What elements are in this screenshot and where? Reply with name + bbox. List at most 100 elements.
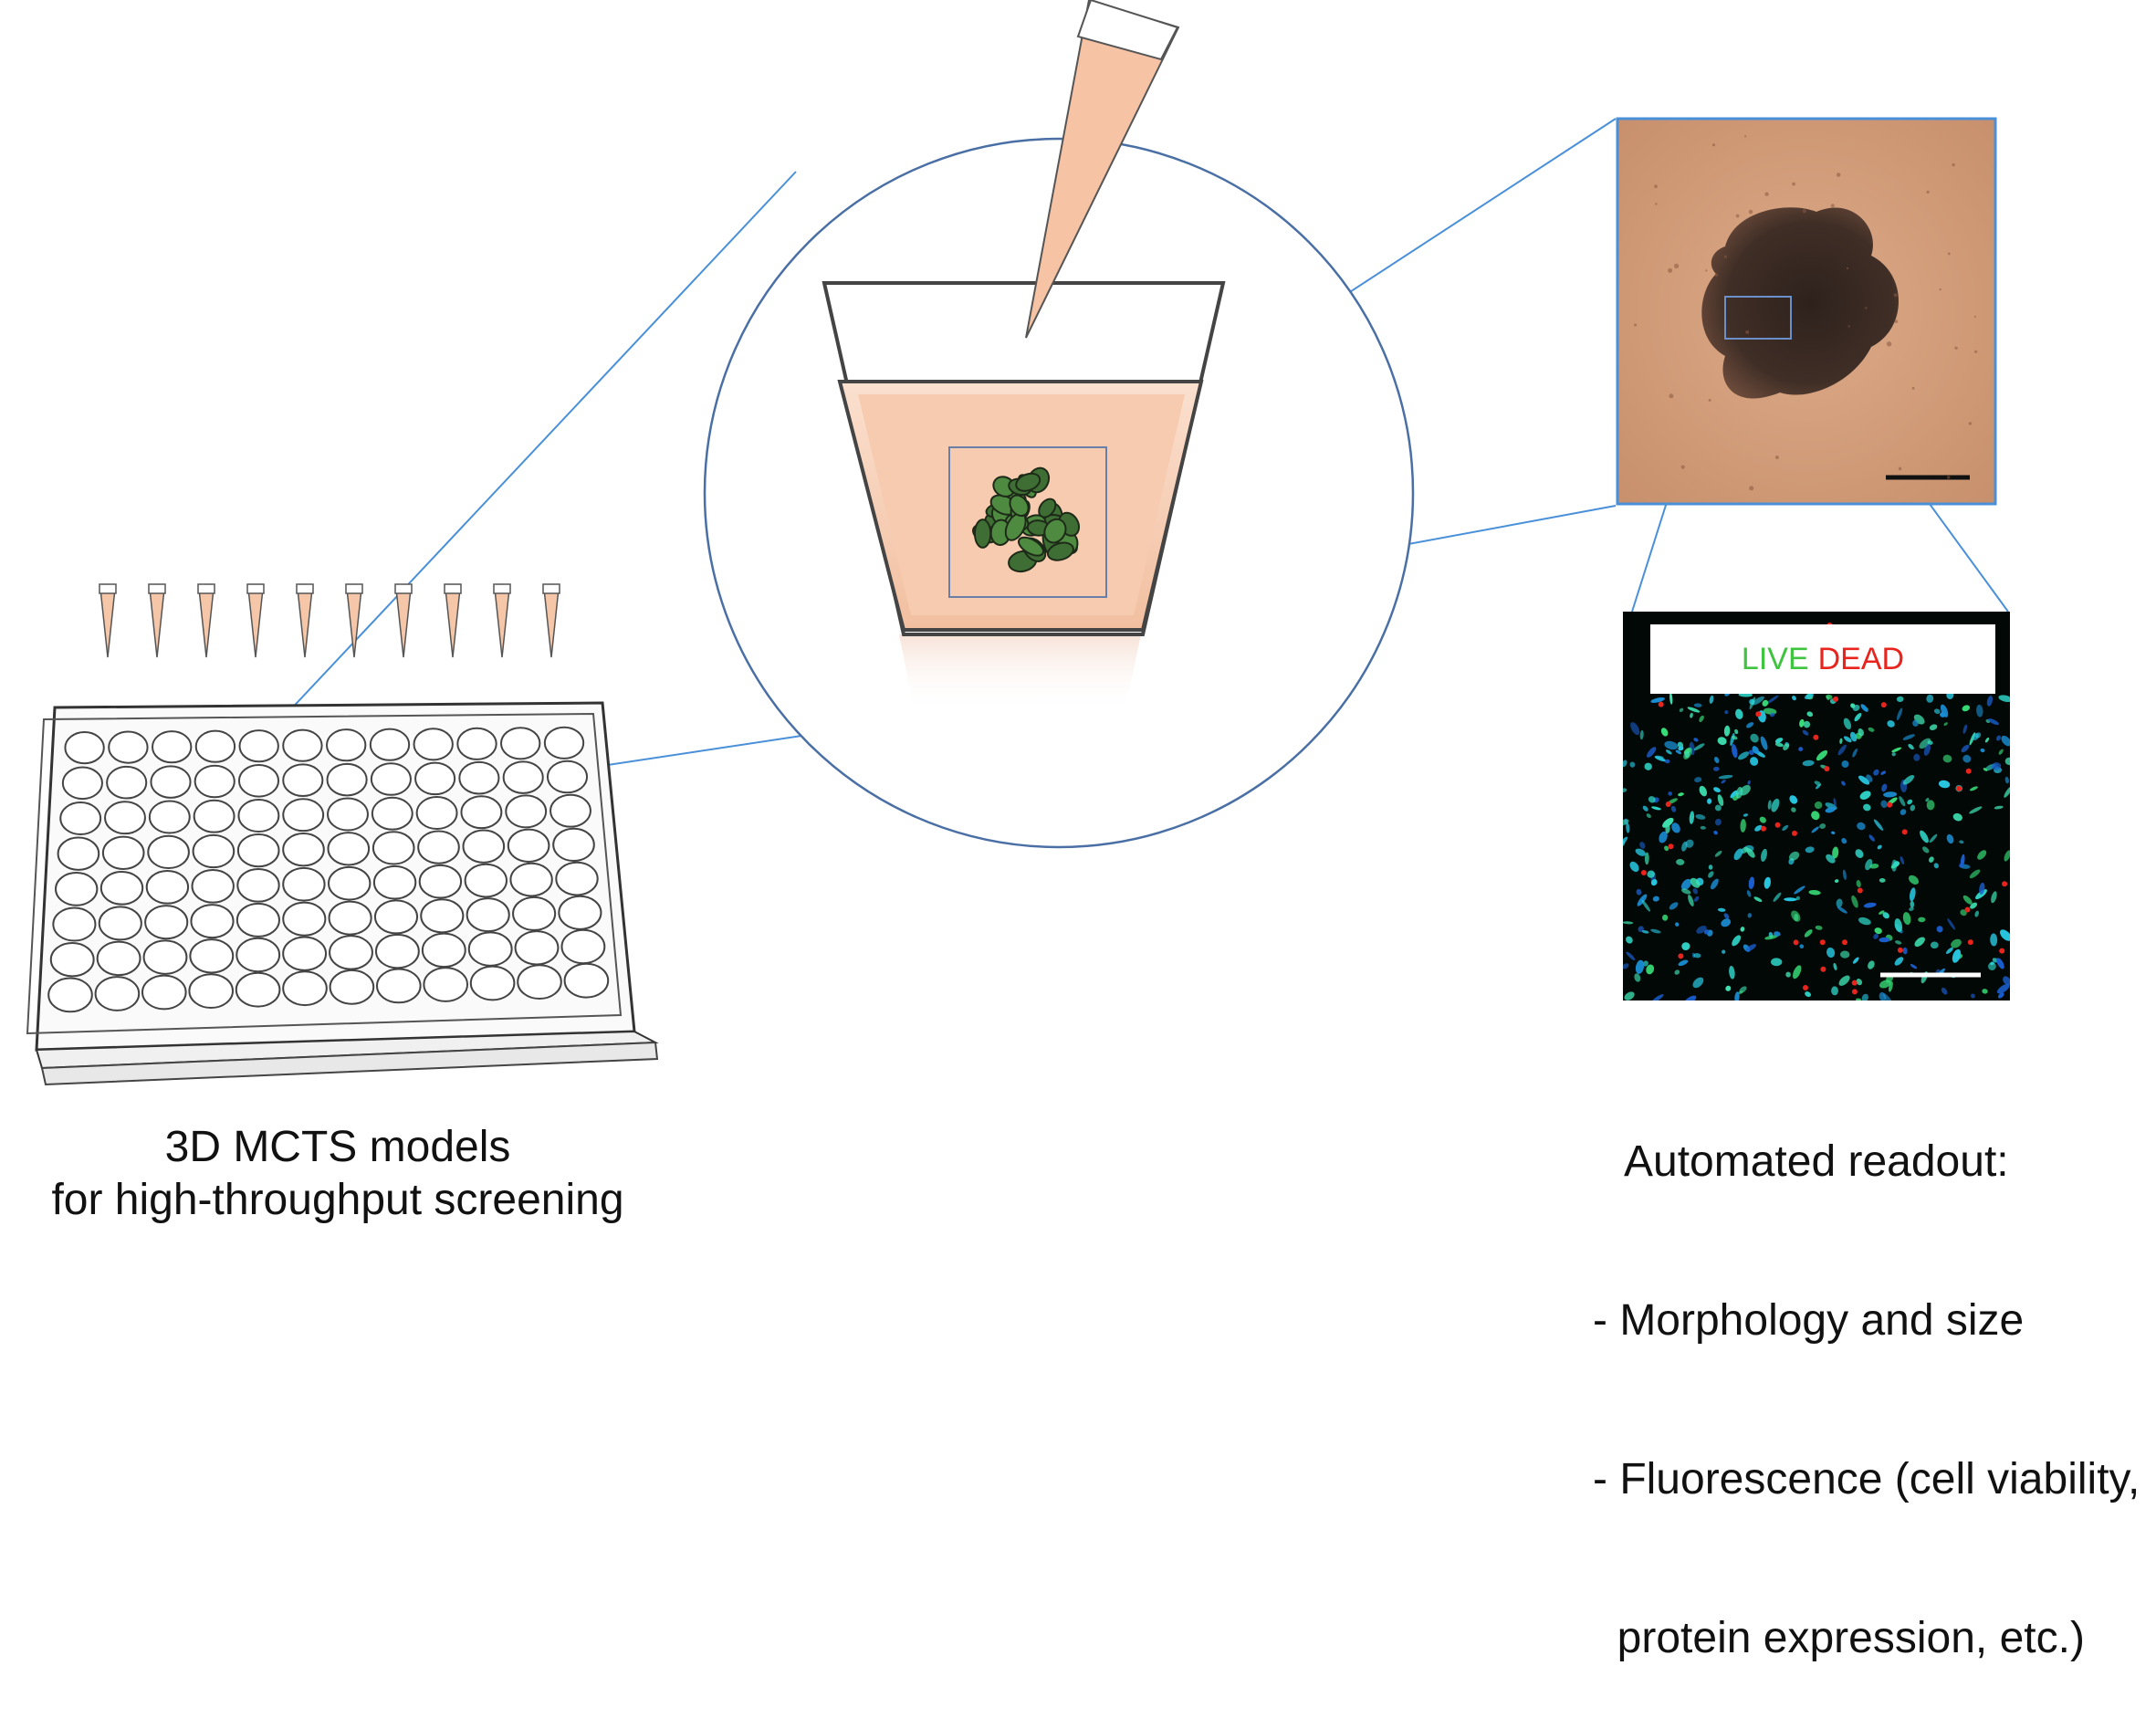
- readout-item-morphology: - Morphology and size: [1593, 1296, 2025, 1345]
- well: [500, 727, 541, 760]
- well: [236, 867, 280, 903]
- well: [191, 868, 235, 904]
- well: [413, 728, 454, 761]
- well: [282, 763, 324, 797]
- well: [458, 760, 500, 795]
- well: [375, 968, 422, 1004]
- well: [467, 931, 513, 967]
- well: [415, 796, 458, 830]
- well: [142, 939, 188, 975]
- well: [327, 832, 371, 866]
- well: [52, 906, 97, 942]
- readout-caption: Automated readout: - Morphology and size…: [1593, 1030, 2156, 1718]
- well: [563, 962, 610, 999]
- well: [193, 799, 235, 833]
- readout-item-fluorescence-cont: protein expression, etc.): [1593, 1614, 2085, 1662]
- pipette-tip-small: [493, 583, 511, 658]
- well: [512, 896, 557, 931]
- well: [194, 764, 235, 799]
- well: [194, 729, 236, 763]
- well: [464, 863, 508, 898]
- well: [282, 936, 328, 971]
- well: [59, 801, 102, 835]
- pipette-tip-small: [542, 583, 560, 658]
- plate-caption: 3D MCTS models for high-throughput scree…: [18, 1121, 657, 1227]
- well: [192, 833, 235, 869]
- well: [150, 765, 192, 799]
- well: [144, 905, 189, 940]
- well: [418, 864, 463, 899]
- plate-wells: [47, 726, 610, 1013]
- well: [49, 941, 95, 978]
- well: [282, 833, 325, 867]
- well: [423, 967, 469, 1002]
- pipette-tips-row: [99, 583, 560, 658]
- well: [327, 797, 369, 832]
- spheroid-cluster: [972, 466, 1081, 573]
- pipette-tip-small: [148, 583, 166, 658]
- well: [104, 801, 146, 835]
- well: [543, 726, 585, 759]
- well: [505, 794, 548, 829]
- well: [555, 861, 599, 896]
- readout-item-fluorescence: - Fluorescence (cell viability,: [1593, 1455, 2140, 1503]
- well: [237, 764, 280, 798]
- well: [99, 870, 144, 906]
- well: [456, 727, 497, 760]
- well: [147, 834, 190, 870]
- well: [98, 906, 142, 941]
- well: [509, 862, 553, 897]
- well: [374, 933, 420, 969]
- well: [373, 899, 419, 935]
- live-label: LIVE: [1741, 641, 1809, 676]
- well: [560, 928, 606, 965]
- well: [94, 976, 141, 1011]
- well: [148, 800, 191, 834]
- well: [546, 759, 589, 794]
- well: [466, 897, 510, 933]
- well: [64, 731, 105, 765]
- well: [329, 969, 375, 1005]
- well: [238, 729, 279, 763]
- well: [369, 728, 411, 761]
- well: [106, 765, 148, 800]
- well: [152, 730, 193, 764]
- well: [282, 798, 325, 833]
- dead-label: DEAD: [1817, 641, 1905, 676]
- well: [372, 831, 415, 865]
- well: [190, 904, 235, 939]
- well: [370, 762, 412, 796]
- well: [417, 830, 460, 864]
- well: [558, 895, 602, 930]
- well: [552, 827, 595, 863]
- well: [469, 965, 516, 1001]
- well: [329, 935, 373, 970]
- pipette-tip: [1025, 0, 1180, 339]
- plate-caption-line1: 3D MCTS models: [164, 1123, 511, 1171]
- well: [101, 835, 145, 870]
- well: [507, 828, 550, 863]
- live-dead-label: LIVE DEAD: [1650, 624, 1995, 694]
- well: [326, 762, 368, 797]
- well: [235, 902, 280, 938]
- well: [108, 730, 149, 764]
- well: [189, 938, 235, 974]
- well: [371, 796, 413, 831]
- well: [55, 872, 99, 906]
- well: [460, 795, 503, 830]
- well: [282, 728, 323, 762]
- pipette-tip-small: [99, 583, 117, 658]
- well: [282, 970, 328, 1007]
- well: [372, 864, 417, 900]
- well: [328, 865, 372, 901]
- well: [549, 793, 591, 828]
- well: [237, 799, 280, 833]
- pipette-tip-small: [246, 583, 265, 658]
- well: [502, 760, 544, 794]
- well: [282, 901, 327, 937]
- well: [57, 836, 100, 871]
- pipette-tip-small: [444, 583, 462, 658]
- well: [282, 866, 326, 902]
- well: [414, 761, 456, 796]
- well: [235, 971, 281, 1008]
